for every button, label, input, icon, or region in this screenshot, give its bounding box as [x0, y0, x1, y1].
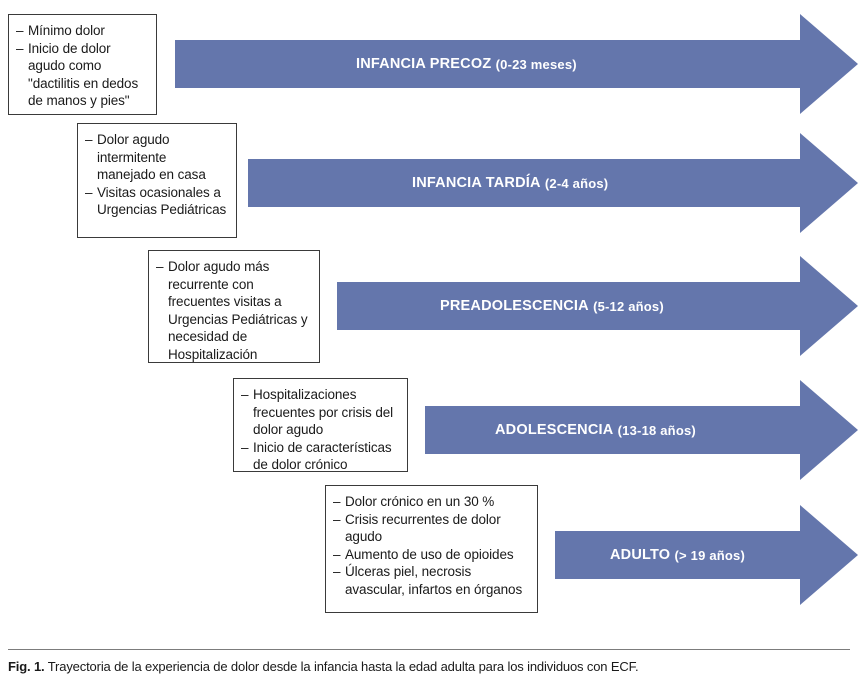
arrow-shape [248, 133, 858, 233]
figure-caption: Fig. 1. Trayectoria de la experiencia de… [8, 658, 852, 675]
stage-arrow-adulto: ADULTO (> 19 años) [555, 505, 858, 605]
list-item: –Mínimo dolor [16, 22, 148, 40]
stage-arrow-preadolescencia: PREADOLESCENCIA (5-12 años) [337, 256, 858, 356]
arrow-shape [555, 505, 858, 605]
bullet-list: –Hospitalizaciones frecuentes por crisis… [241, 386, 399, 474]
bullet-text: Úlceras piel, necrosis avascular, infart… [345, 564, 523, 597]
list-item: –Inicio de características de dolor crón… [241, 439, 399, 474]
callout-box-adulto: –Dolor crónico en un 30 % –Crisis recurr… [325, 485, 538, 613]
bullet-text: Hospitalizaciones frecuentes por crisis … [253, 387, 394, 437]
caption-divider [8, 649, 850, 650]
dash-marker: – [333, 546, 341, 562]
arrow-shape [337, 256, 858, 356]
dash-marker: – [16, 23, 24, 38]
dash-marker: – [241, 439, 249, 455]
bullet-text: Dolor agudo más recurrente con frecuente… [168, 259, 308, 362]
callout-box-infancia-precoz: –Mínimo dolor –Inicio de dolor agudo com… [8, 14, 157, 115]
list-item: –Visitas ocasionales a Urgencias Pediátr… [85, 184, 228, 219]
dash-marker: – [85, 132, 93, 147]
list-item: –Dolor agudo intermitente manejado en ca… [85, 131, 228, 184]
bullet-text: Inicio de características de dolor cróni… [253, 439, 392, 473]
bullet-list: –Dolor crónico en un 30 % –Crisis recurr… [333, 493, 529, 598]
figure-caption-text: Trayectoria de la experiencia de dolor d… [47, 659, 639, 674]
list-item: –Hospitalizaciones frecuentes por crisis… [241, 386, 399, 439]
list-item: –Aumento de uso de opioides [333, 546, 529, 564]
bullet-text: Visitas ocasionales a Urgencias Pediátri… [97, 184, 227, 218]
dash-marker: – [16, 40, 24, 56]
list-item: –Dolor agudo más recurrente con frecuent… [156, 258, 311, 363]
list-item: –Dolor crónico en un 30 % [333, 493, 529, 511]
callout-box-infancia-tardia: –Dolor agudo intermitente manejado en ca… [77, 123, 237, 238]
bullet-list: –Mínimo dolor –Inicio de dolor agudo com… [16, 22, 148, 110]
dash-marker: – [333, 494, 341, 509]
list-item: –Inicio de dolor agudo como "dactilitis … [16, 40, 148, 110]
dash-marker: – [156, 259, 164, 274]
bullet-list: –Dolor agudo intermitente manejado en ca… [85, 131, 228, 219]
dash-marker: – [333, 564, 341, 579]
callout-box-adolescencia: –Hospitalizaciones frecuentes por crisis… [233, 378, 408, 472]
bullet-text: Mínimo dolor [28, 23, 105, 38]
dash-marker: – [85, 184, 93, 200]
figure-number-label: Fig. 1. [8, 659, 45, 674]
bullet-text: Crisis recurrentes de dolor agudo [345, 511, 501, 545]
arrow-shape [175, 14, 858, 114]
list-item: –Crisis recurrentes de dolor agudo [333, 511, 529, 546]
dash-marker: – [241, 387, 249, 402]
stage-arrow-adolescencia: ADOLESCENCIA (13-18 años) [425, 380, 858, 480]
arrow-shape [425, 380, 858, 480]
figure-diagram: –Mínimo dolor –Inicio de dolor agudo com… [8, 14, 858, 613]
stage-arrow-infancia-tardia: INFANCIA TARDÍA (2-4 años) [248, 133, 858, 233]
bullet-list: –Dolor agudo más recurrente con frecuent… [156, 258, 311, 363]
bullet-text: Aumento de uso de opioides [345, 546, 514, 562]
list-item: –Úlceras piel, necrosis avascular, infar… [333, 563, 529, 598]
bullet-text: Dolor crónico en un 30 % [345, 494, 495, 509]
stage-arrow-infancia-precoz: INFANCIA PRECOZ (0-23 meses) [175, 14, 858, 114]
bullet-text: Inicio de dolor agudo como "dactilitis e… [28, 40, 139, 109]
dash-marker: – [333, 511, 341, 527]
callout-box-preadolescencia: –Dolor agudo más recurrente con frecuent… [148, 250, 320, 363]
bullet-text: Dolor agudo intermitente manejado en cas… [97, 132, 206, 182]
